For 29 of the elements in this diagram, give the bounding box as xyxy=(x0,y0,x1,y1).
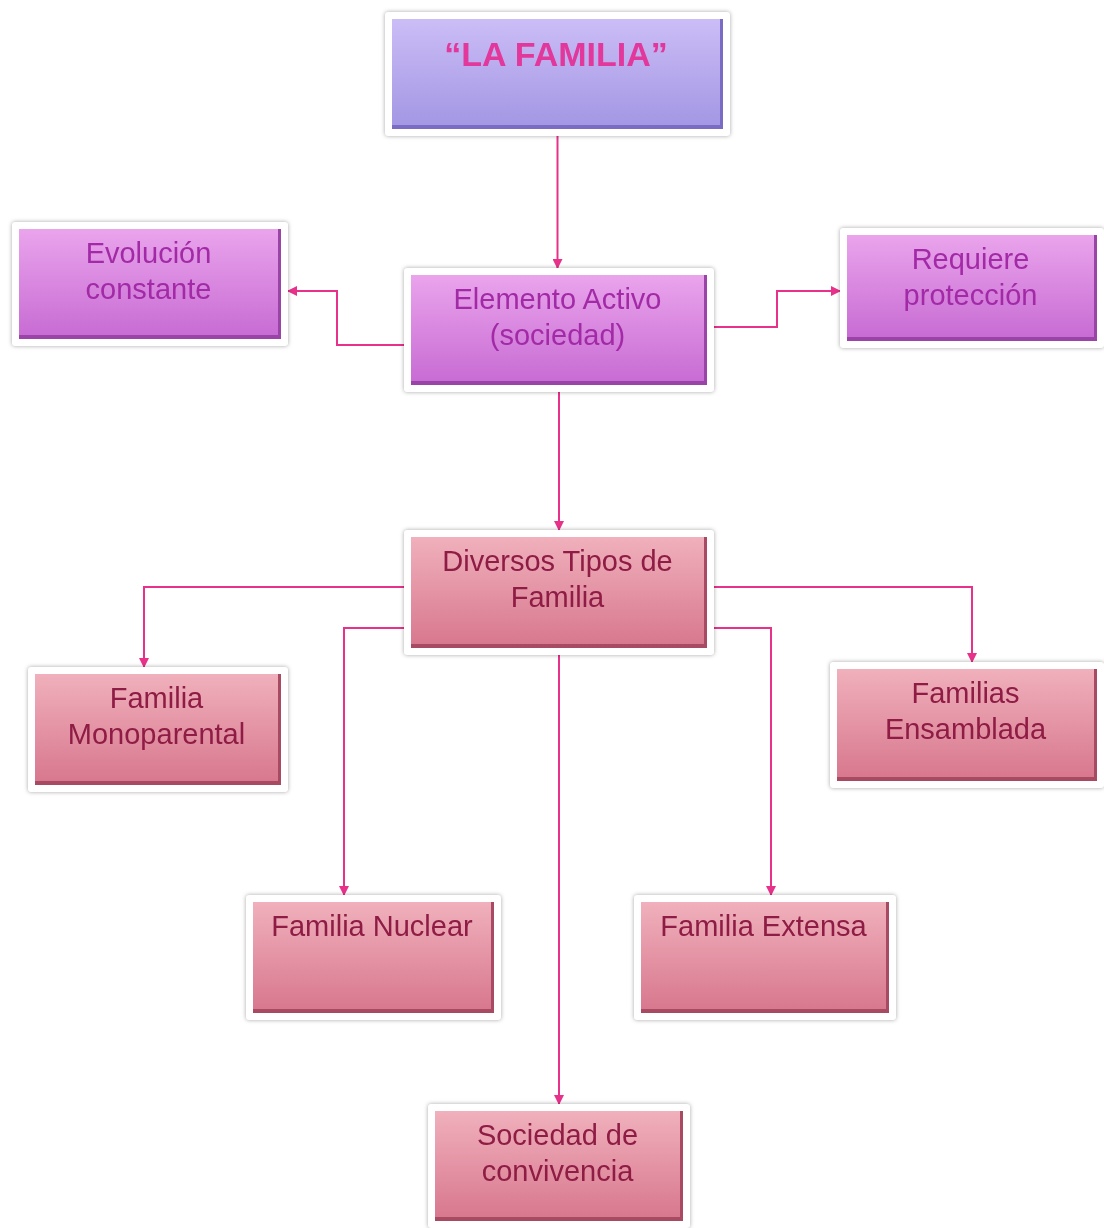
concept-box xyxy=(28,667,288,792)
title-text: “LA FAMILIA” xyxy=(443,34,669,75)
arrow xyxy=(713,586,977,663)
arrow xyxy=(139,586,405,668)
box-label: Diversos Tipos de Familia xyxy=(441,544,674,616)
box-label: Elemento Activo (sociedad) xyxy=(452,282,663,354)
arrow xyxy=(713,627,776,896)
concept-box xyxy=(428,1104,690,1228)
concept-box xyxy=(246,895,501,1020)
box-label: Familias Ensamblada xyxy=(883,676,1048,748)
concept-box xyxy=(840,228,1104,348)
arrow xyxy=(552,135,563,269)
title-box xyxy=(385,12,730,136)
concept-box xyxy=(404,268,714,392)
box-label: Familia Monoparental xyxy=(66,681,247,753)
box-label: Familia Extensa xyxy=(659,909,868,944)
concept-box xyxy=(830,662,1104,788)
arrow xyxy=(554,391,564,531)
box-label: Sociedad de convivencia xyxy=(475,1118,640,1190)
arrow xyxy=(554,654,564,1105)
box-label: Evolución constante xyxy=(84,236,213,308)
box-label: Requiere protección xyxy=(902,242,1039,314)
concept-box xyxy=(634,895,896,1020)
arrow xyxy=(713,286,841,328)
concept-box xyxy=(404,530,714,655)
arrow xyxy=(339,627,405,896)
concept-box xyxy=(12,222,288,346)
arrow xyxy=(287,286,405,346)
box-label: Familia Nuclear xyxy=(270,909,474,944)
